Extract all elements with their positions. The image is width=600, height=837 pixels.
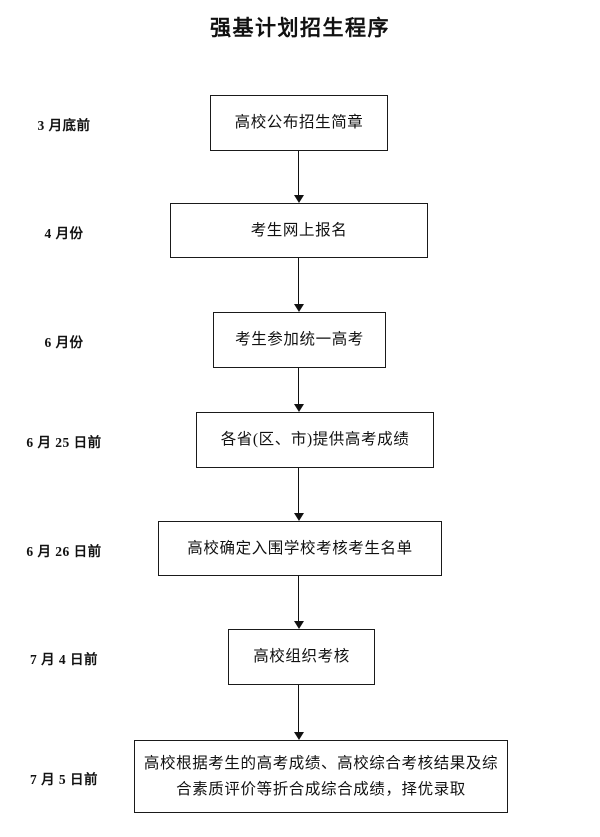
arrow-connector-1 xyxy=(291,151,307,203)
page-title: 强基计划招生程序 xyxy=(210,16,390,40)
arrow-connector-6 xyxy=(291,685,307,740)
process-box-text: 考生网上报名 xyxy=(250,221,348,239)
stage-label-6: 7 月 4 日前 xyxy=(29,652,99,667)
arrow-stem xyxy=(298,151,300,196)
arrow-connector-5 xyxy=(291,576,307,629)
arrow-stem xyxy=(298,368,300,405)
process-box-3: 考生参加统一高考 xyxy=(213,312,386,368)
process-box-5: 高校确定入围学校考核考生名单 xyxy=(158,521,442,576)
arrow-head-icon xyxy=(293,404,304,412)
process-box-1: 高校公布招生简章 xyxy=(210,95,388,151)
stage-label-7: 7 月 5 日前 xyxy=(29,771,99,787)
process-box-7: 高校根据考生的高考成绩、高校综合考核结果及综合素质评价等折合成综合成绩，择优录取 xyxy=(134,740,508,813)
process-box-text: 高校确定入围学校考核考生名单 xyxy=(187,539,413,557)
arrow-stem xyxy=(298,576,300,622)
arrow-stem xyxy=(298,258,300,305)
arrow-connector-4 xyxy=(291,468,307,521)
stage-label-4: 6 月 25 日前 xyxy=(26,435,102,450)
process-box-4: 各省(区、市)提供高考成绩 xyxy=(196,412,434,468)
arrow-head-icon xyxy=(293,304,304,312)
process-box-text: 各省(区、市)提供高考成绩 xyxy=(220,431,410,449)
stage-label-3: 6 月份 xyxy=(44,335,84,350)
stage-label-2: 4 月份 xyxy=(44,225,84,241)
process-box-text: 高校公布招生简章 xyxy=(234,114,364,132)
process-box-2: 考生网上报名 xyxy=(170,203,428,258)
arrow-head-icon xyxy=(293,732,304,740)
arrow-head-icon xyxy=(293,621,304,629)
process-box-text: 高校组织考核 xyxy=(253,648,350,666)
arrow-stem xyxy=(298,685,300,733)
arrow-head-icon xyxy=(293,513,304,521)
stage-label-1: 3 月底前 xyxy=(37,118,91,133)
arrow-head-icon xyxy=(293,195,304,203)
stage-label-5: 6 月 26 日前 xyxy=(26,543,102,559)
process-box-6: 高校组织考核 xyxy=(228,629,375,685)
process-box-text: 考生参加统一高考 xyxy=(235,331,364,349)
arrow-connector-3 xyxy=(291,368,307,412)
arrow-connector-2 xyxy=(291,258,307,312)
arrow-stem xyxy=(298,468,300,514)
process-box-text: 高校根据考生的高考成绩、高校综合考核结果及综合素质评价等折合成综合成绩，择优录取 xyxy=(143,754,499,798)
